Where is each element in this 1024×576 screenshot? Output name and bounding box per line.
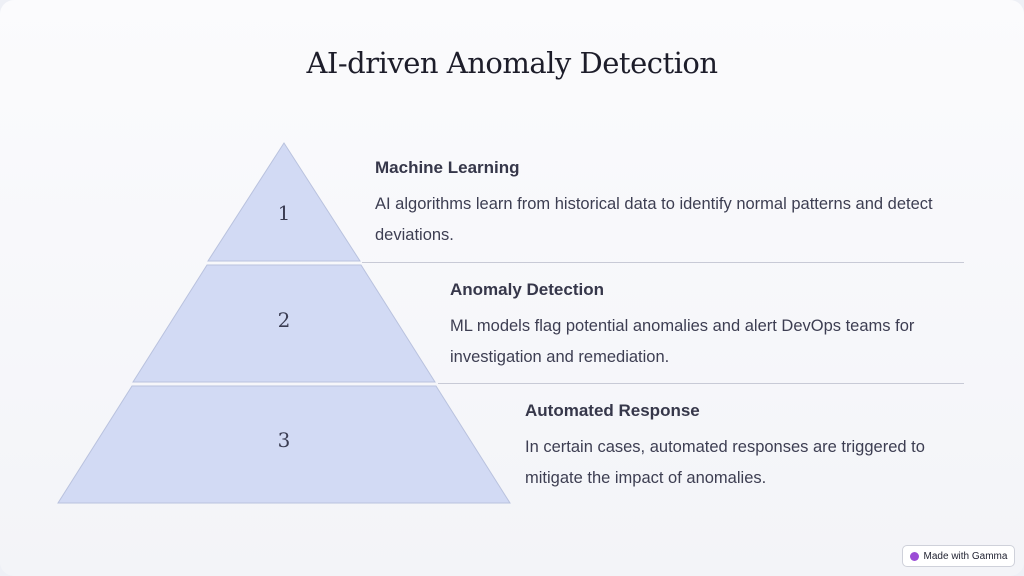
tier-text-3: Automated Response In certain cases, aut… <box>525 401 955 494</box>
badge-label: Made with Gamma <box>923 550 1008 562</box>
tier-heading: Anomaly Detection <box>450 280 604 299</box>
tier-description: AI algorithms learn from historical data… <box>375 195 933 244</box>
tier-number-3: 3 <box>278 428 291 452</box>
tier-text-2: Anomaly Detection ML models flag potenti… <box>450 280 950 373</box>
tier-description: ML models flag potential anomalies and a… <box>450 317 915 366</box>
tier-text-1: Machine Learning AI algorithms learn fro… <box>375 158 935 251</box>
slide-title: AI-driven Anomaly Detection <box>306 46 718 80</box>
pyramid-tier-3 <box>57 385 511 504</box>
tier-description: In certain cases, automated responses ar… <box>525 438 925 487</box>
made-with-gamma-badge[interactable]: Made with Gamma <box>902 545 1015 567</box>
pyramid-tier-1 <box>207 142 361 262</box>
tier-number-2: 2 <box>278 308 291 332</box>
gamma-logo-icon <box>909 551 919 561</box>
tier-number-1: 1 <box>278 201 291 225</box>
pyramid-tier-2 <box>132 264 436 383</box>
tier-heading: Machine Learning <box>375 158 520 177</box>
tier-heading: Automated Response <box>525 401 700 420</box>
